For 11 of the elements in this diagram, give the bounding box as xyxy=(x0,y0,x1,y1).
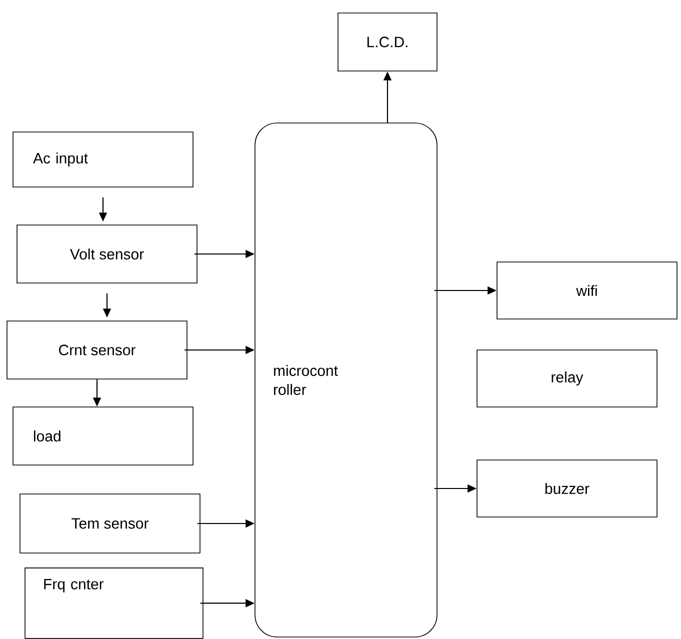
process-box: load xyxy=(12,406,194,466)
process-box: wifi xyxy=(496,262,678,320)
process-box: L.C.D. xyxy=(338,12,438,72)
process-box: Ac input xyxy=(12,132,194,188)
process-box: Crnt sensor xyxy=(6,320,188,380)
process-box: Frq cnter xyxy=(24,568,204,639)
process-box: relay xyxy=(476,350,658,408)
process-box: Tem sensor xyxy=(20,494,200,554)
process-box: Volt sensor xyxy=(16,224,198,284)
process-box: buzzer xyxy=(476,460,658,518)
microcontroller-box: microcont roller xyxy=(254,122,438,638)
